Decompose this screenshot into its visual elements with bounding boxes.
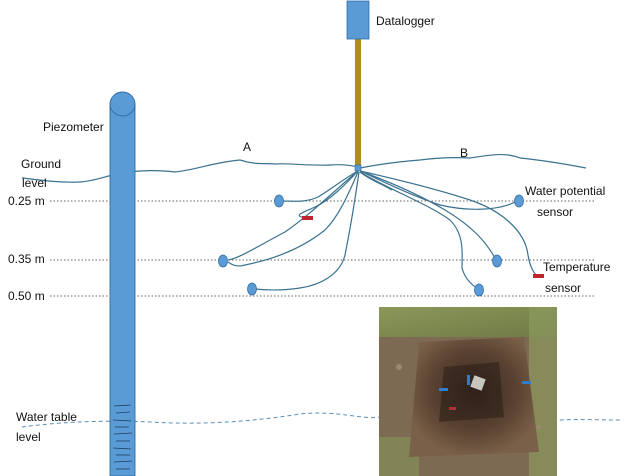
temperature-sensor [302,216,313,220]
cable-right-3 [359,170,539,277]
cable-right-2 [359,170,496,259]
water-potential-sensors [218,194,524,297]
sensor-cables [227,170,539,291]
water-potential-sensor [218,254,228,268]
cable-left-1 [282,170,359,202]
datalogger-post [355,39,361,167]
soil-pit-photo [379,307,557,476]
depth-label-050: 0.50 m [8,289,45,303]
point-a-label: A [243,140,252,154]
water-table-label-1: Water table [16,410,77,424]
datalogger-box [346,0,370,40]
temperature-sensor [533,274,544,278]
water-potential-sensor [247,282,257,296]
water-table-label-2: level [16,430,41,444]
temperature-label-1: Temperature [543,260,611,274]
water-potential-label-1: Water potential [525,184,606,198]
water-potential-sensor [514,194,524,208]
cable-left-3 [227,170,359,261]
piezometer-top [109,91,136,117]
cable-left-5 [254,171,360,291]
depth-label-025: 0.25 m [8,194,45,208]
ground-surface-line [21,153,587,183]
point-b-label: B [460,146,469,160]
water-potential-sensor [474,283,484,297]
water-potential-sensor [274,194,284,208]
cable-left-2 [298,170,359,220]
ground-level-label-2: level [22,176,47,190]
water-potential-label-2: sensor [537,205,574,219]
depth-label-035: 0.35 m [8,252,45,266]
cable-center [359,171,393,191]
cable-right-4 [359,171,481,290]
photo-sensor-blue [522,381,531,384]
datalogger-label: Datalogger [376,14,435,28]
water-potential-sensor [492,254,502,268]
piezometer-tube [109,103,136,476]
ground-level-label-1: Ground [21,157,62,171]
cable-right-1 [359,170,516,210]
datalogger-junction [354,164,362,172]
piezometer [109,91,136,476]
photo-sensor-blue [439,388,448,391]
piezometer-label: Piezometer [43,120,104,134]
datalogger-in-pit [470,375,486,391]
cable-left-4 [227,171,359,267]
temperature-label-2: sensor [545,281,582,295]
piezometer-water-marks [112,404,133,470]
photo-sensor-red [449,407,456,410]
photo-sensor-blue [467,375,470,385]
